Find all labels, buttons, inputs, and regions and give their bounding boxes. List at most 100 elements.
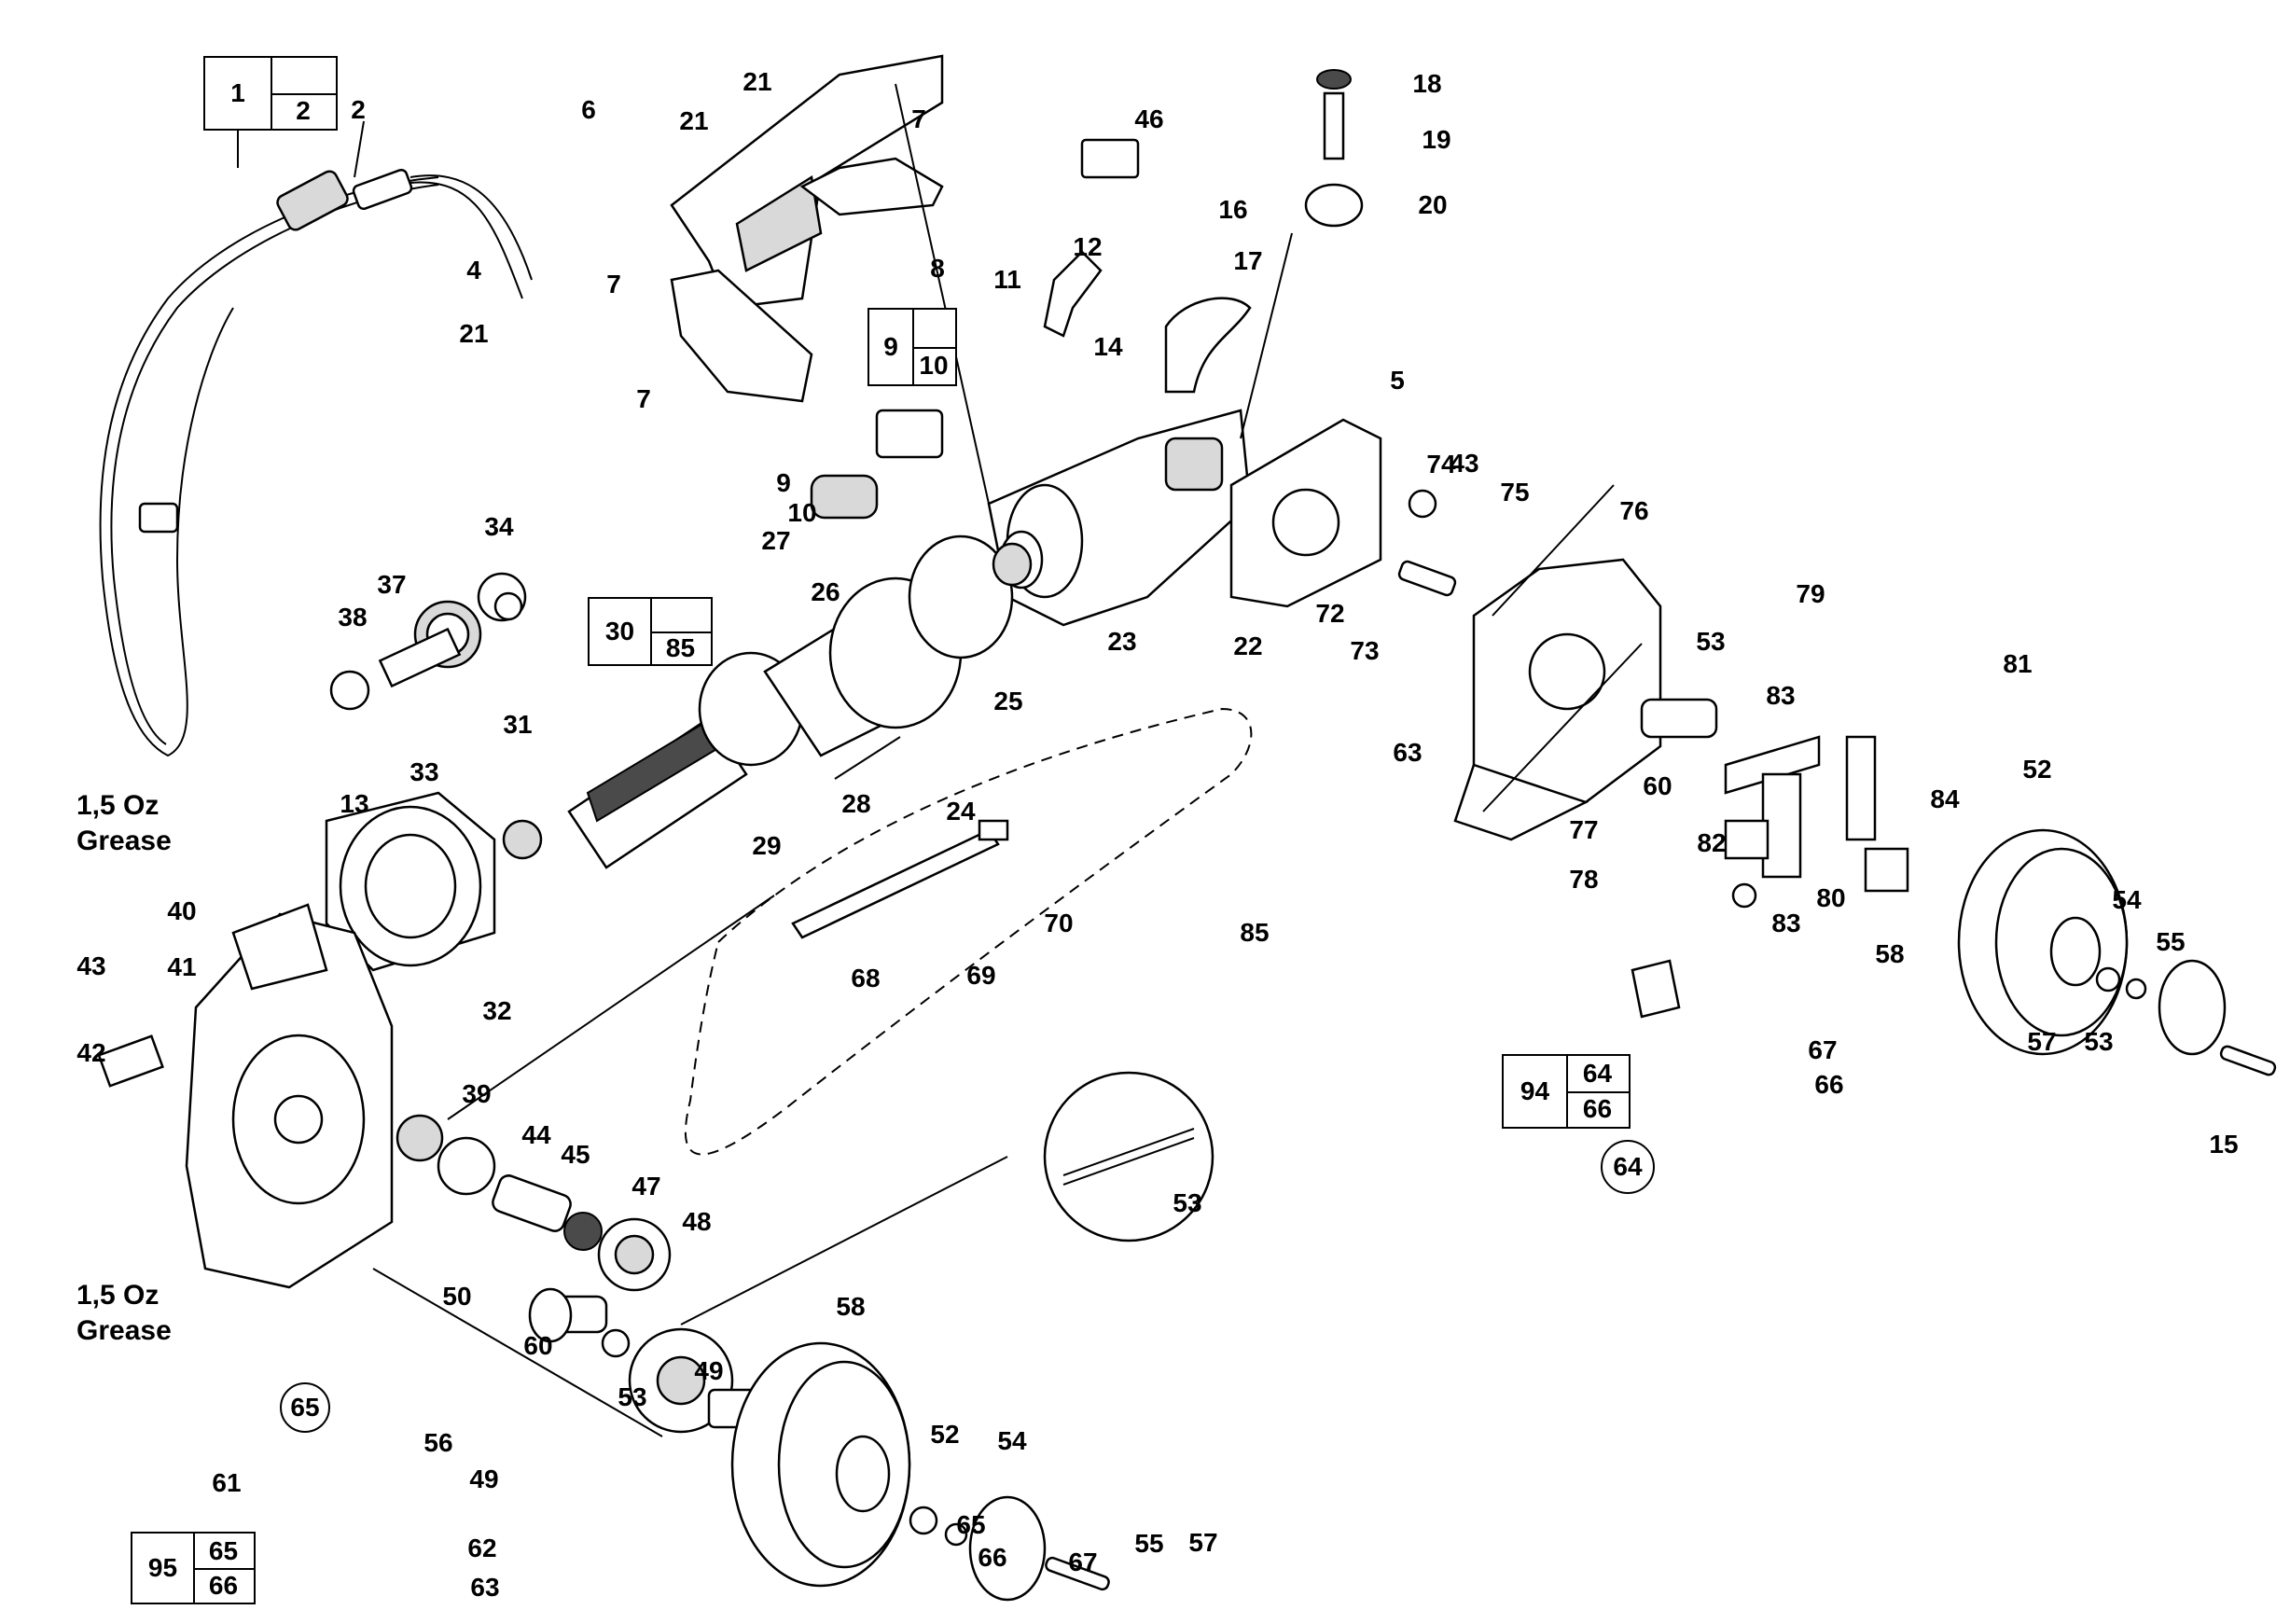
callout-label: 48: [682, 1207, 712, 1236]
callout-label: 38: [338, 603, 368, 632]
callout-label: 55: [2156, 927, 2186, 956]
callout-label: 69: [966, 961, 996, 990]
callout-label: 84: [1930, 784, 1960, 813]
callout-label: 41: [167, 952, 197, 981]
callout-label: 34: [484, 512, 514, 541]
callout-label: 28: [841, 789, 871, 818]
kit-box-main: 1: [205, 58, 272, 129]
callout-circle-64: 64: [1601, 1140, 1655, 1194]
grease-note-bottom-amount: 1,5 Oz: [76, 1280, 160, 1311]
callout-label: 43: [76, 951, 106, 980]
callout-label: 52: [2022, 755, 2052, 784]
kit-box-top: [271, 58, 336, 95]
leader-lines: [237, 83, 1643, 1437]
callout-label: 20: [1418, 190, 1448, 219]
grease-note-top: 1,5 Oz Grease: [76, 788, 172, 858]
callout-label: 66: [978, 1543, 1007, 1572]
grease-note-top-amount: 1,5 Oz: [76, 790, 160, 821]
callout-label: 39: [462, 1079, 492, 1108]
kit-box-10: 9 10: [867, 308, 957, 386]
callout-label: 14: [1093, 332, 1123, 361]
callout-label: 83: [1771, 909, 1801, 937]
callout-label: 57: [1188, 1528, 1218, 1557]
callout-label: 25: [993, 687, 1023, 715]
callout-label: 31: [503, 710, 533, 739]
grease-note-bottom-text: Grease: [76, 1314, 172, 1346]
gear-drawing: [325, 572, 543, 972]
kit-box-top: [912, 310, 955, 349]
callout-label: 26: [811, 577, 840, 606]
callout-label: 56: [423, 1428, 453, 1457]
callout-label: 67: [1808, 1035, 1838, 1064]
callout-label: 10: [787, 498, 817, 527]
callout-label: 37: [377, 570, 407, 599]
lower-wheel-drawing: [730, 1341, 1110, 1602]
callout-label: 46: [1134, 104, 1164, 133]
callout-label: 83: [1766, 681, 1796, 710]
kit-box-95: 95 65 66: [131, 1532, 256, 1604]
callout-label: 75: [1500, 478, 1530, 507]
switch-parts-drawing: [810, 69, 1364, 520]
callout-label: 6: [581, 95, 596, 124]
callout-label: 40: [167, 896, 197, 925]
kit-box-top: 64: [1566, 1056, 1629, 1093]
callout-label: 24: [946, 797, 976, 826]
callout-label: 2: [351, 95, 366, 124]
kit-box-30: 30 85: [588, 597, 713, 666]
kit-box-main: 95: [132, 1534, 195, 1603]
callout-label: 13: [340, 789, 369, 818]
callout-label: 74: [1426, 450, 1456, 479]
callout-label: 81: [2003, 649, 2033, 678]
callout-label: 15: [2209, 1130, 2239, 1159]
callout-label: 85: [1240, 918, 1270, 947]
callout-label: 12: [1073, 232, 1103, 261]
chain-detail-drawing: [1043, 1071, 1214, 1242]
callout-label: 68: [851, 964, 881, 992]
callout-label: 53: [1173, 1188, 1202, 1217]
callout-label: 44: [521, 1120, 551, 1149]
drive-train-drawing: [396, 1114, 757, 1434]
callout-label: 80: [1816, 883, 1846, 912]
blade-loop-drawing: [685, 707, 1253, 1156]
callout-label: 54: [2112, 885, 2142, 914]
callout-label: 53: [2084, 1027, 2114, 1056]
upper-wheel-drawing: [1957, 828, 2277, 1076]
callout-label: 58: [1875, 939, 1905, 968]
callout-label: 43: [1450, 449, 1479, 478]
callout-label: 72: [1315, 599, 1345, 628]
kit-box-bottom: 85: [665, 632, 696, 662]
kit-box-main: 94: [1504, 1056, 1568, 1127]
grease-note-top-text: Grease: [76, 825, 172, 856]
callout-label: 21: [679, 106, 709, 135]
kit-box-bottom: 66: [1582, 1094, 1613, 1123]
callout-label: 9: [776, 468, 791, 497]
callout-label: 45: [561, 1140, 590, 1169]
callout-label: 7: [911, 104, 926, 133]
callout-label: 50: [442, 1282, 472, 1311]
callout-label: 66: [1814, 1070, 1844, 1099]
callout-label: 52: [930, 1420, 960, 1449]
callout-label: 7: [606, 270, 621, 298]
kit-box-bottom: 66: [208, 1570, 239, 1600]
callout-label: 65: [956, 1510, 986, 1539]
callout-label: 33: [409, 757, 439, 786]
kit-box-main: 30: [590, 599, 652, 664]
callout-label: 58: [836, 1292, 866, 1321]
grease-note-bottom: 1,5 Oz Grease: [76, 1278, 172, 1348]
kit-box-94: 94 64 66: [1502, 1054, 1631, 1129]
callout-label: 61: [212, 1468, 242, 1497]
callout-label: 11: [993, 265, 1021, 294]
frame-drawing: [1397, 489, 1718, 841]
callout-circle-65: 65: [280, 1382, 330, 1433]
callout-label: 17: [1233, 246, 1263, 275]
callout-label: 29: [752, 831, 782, 860]
callout-label: 70: [1044, 909, 1074, 937]
callout-label: 77: [1569, 815, 1599, 844]
kit-box-bottom: 10: [919, 351, 949, 380]
callout-label: 60: [1643, 771, 1672, 800]
kit-box-1: 1 2: [203, 56, 338, 131]
callout-label: 42: [76, 1038, 106, 1067]
callout-label: 18: [1412, 69, 1442, 98]
